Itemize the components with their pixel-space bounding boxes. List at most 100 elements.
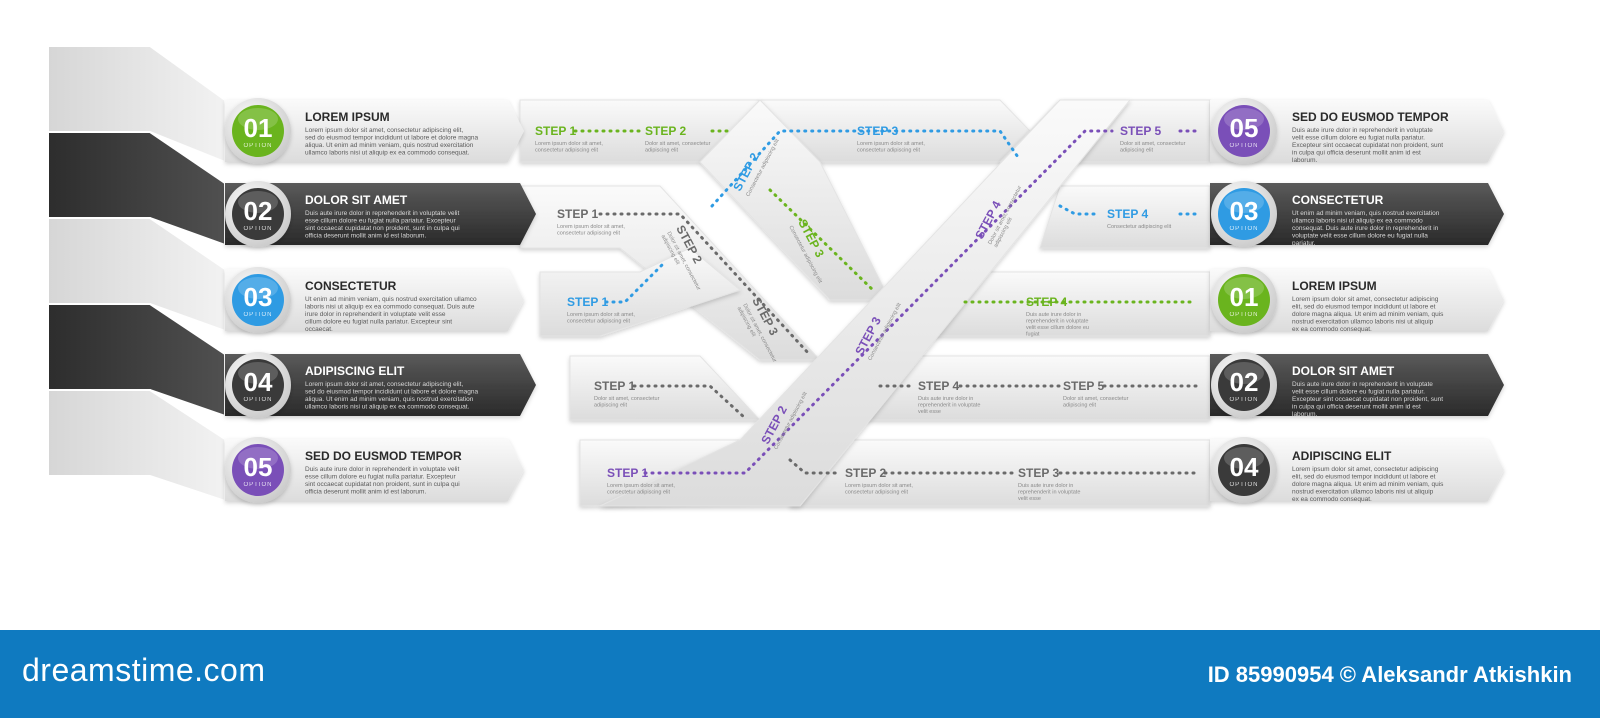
option-caption: OPTION: [1229, 143, 1258, 149]
option-caption: OPTION: [243, 143, 272, 149]
option-number: 04: [244, 367, 273, 397]
step-marker: STEP 4 Consectetur adipiscing elit: [1107, 207, 1172, 230]
option-caption: OPTION: [1229, 397, 1258, 403]
badge-disc: [1218, 274, 1270, 326]
left-connector-blocks: [47, 45, 226, 503]
option-number: 03: [244, 282, 273, 312]
option-number: 04: [1230, 452, 1259, 482]
option-description: Lorem ipsum dolor sit amet, consectetur …: [1292, 296, 1444, 333]
option-number: 05: [1230, 113, 1259, 143]
step-label: STEP 2: [645, 124, 686, 138]
badge-disc: [1218, 444, 1270, 496]
option-title: LOREM IPSUM: [305, 110, 390, 124]
badge-gloss: [1224, 108, 1264, 130]
dotted-path: [643, 129, 1198, 475]
dotted-path: [788, 458, 1198, 475]
step-label: STEP 5: [1120, 124, 1161, 138]
option-band: [1210, 183, 1504, 245]
option-title: ADIPISCING ELIT: [1292, 449, 1392, 463]
option-number: 05: [244, 452, 273, 482]
step-label: STEP 4: [1026, 295, 1067, 309]
step-label: STEP 3: [857, 124, 898, 138]
ribbon-strip: [1039, 185, 1211, 249]
option-description: Lorem ipsum dolor sit amet, consectetur …: [305, 127, 478, 157]
badge-disc: [232, 274, 284, 326]
step-paths: [573, 129, 1198, 475]
option-title: CONSECTETUR: [1292, 193, 1384, 207]
option-title: SED DO EUSMOD TEMPOR: [1292, 110, 1449, 124]
dotted-path: [1058, 204, 1198, 216]
option-caption: OPTION: [1229, 226, 1258, 232]
option-description: Lorem ipsum dolor sit amet, consectetur …: [305, 381, 478, 411]
footer-bar: dreamstime.com ID 85990954 © Aleksandr A…: [0, 630, 1600, 718]
step-label: STEP 1: [567, 295, 608, 309]
step-label: STEP 2: [845, 466, 886, 480]
option-title: CONSECTETUR: [305, 279, 397, 293]
step-label: STEP 5: [1063, 379, 1104, 393]
option-band: [225, 269, 524, 331]
badge-disc: [232, 188, 284, 240]
step-label: STEP 4: [1107, 207, 1148, 221]
option-band: [225, 183, 536, 245]
step-description: Lorem ipsum dolor sit amet,consectetur a…: [845, 483, 913, 496]
step-label: STEP 1: [594, 379, 635, 393]
option-caption: OPTION: [243, 226, 272, 232]
option-description: Duis aute irure dolor in reprehenderit i…: [305, 210, 460, 240]
option-band: [225, 439, 524, 501]
brand-logo[interactable]: dreamstime.com: [22, 652, 266, 688]
option-caption: OPTION: [243, 397, 272, 403]
dotted-path: [598, 212, 812, 357]
option-description: Duis aute irure dolor in reprehenderit i…: [305, 466, 460, 496]
step-description: Lorem ipsum dolor sit amet,consectetur a…: [557, 224, 625, 237]
option-number: 03: [1230, 196, 1259, 226]
option-band: [225, 100, 524, 162]
badge-gloss: [238, 447, 278, 469]
step-label: STEP 4: [918, 379, 959, 393]
option-band: [225, 354, 536, 416]
ribbon-strip: [699, 99, 891, 301]
option-title: LOREM IPSUM: [1292, 279, 1377, 293]
option-number: 02: [244, 196, 273, 226]
badge-disc: [1218, 359, 1270, 411]
step-description: Lorem ipsum dolor sit amet,consectetur a…: [535, 141, 603, 154]
step-description: Lorem ipsum dolor sit amet,consectetur a…: [857, 141, 925, 154]
step-label: STEP 1: [535, 124, 576, 138]
badge-gloss: [238, 277, 278, 299]
step-description: Consectetur adipiscing elit: [1107, 224, 1172, 230]
badge-disc: [1218, 188, 1270, 240]
badge-disc: [232, 359, 284, 411]
dotted-path: [604, 260, 667, 304]
option-description: Duis aute irure dolor in reprehenderit i…: [1292, 381, 1443, 418]
step-description: Lorem ipsum dolor sit amet,consectetur a…: [607, 483, 675, 496]
badge-gloss: [1224, 362, 1264, 384]
option-band: [1210, 269, 1504, 331]
